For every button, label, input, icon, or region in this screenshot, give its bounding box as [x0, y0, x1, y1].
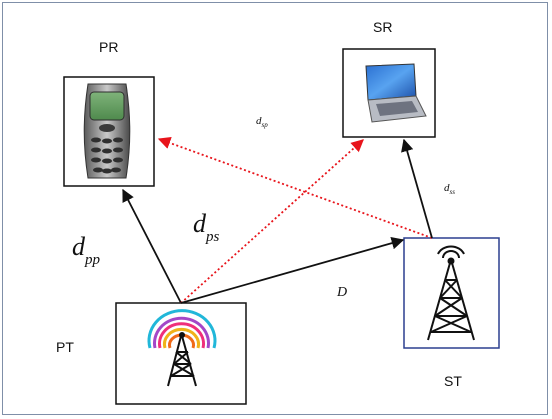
d-pp-sub: pp [84, 252, 101, 268]
broadcast-tower-icon [147, 309, 217, 387]
pt-label: PT [56, 339, 74, 355]
d-ss-label: dss [444, 182, 455, 196]
sr-label: SR [373, 19, 392, 35]
link-d-ss [401, 138, 433, 239]
d-sp-sub: sp [262, 121, 269, 129]
st-box [403, 237, 500, 349]
pt-box [115, 302, 247, 405]
d-ss-sub: ss [450, 188, 456, 196]
d-ps-main: d [193, 209, 207, 238]
laptop-icon [365, 63, 427, 123]
d-sp-label: dsp [256, 115, 268, 129]
cell-tower-icon [427, 245, 475, 341]
link-d-pp [122, 188, 182, 304]
sr-box [342, 48, 436, 138]
d-pp-label: dpp [72, 232, 101, 268]
mobile-phone-icon [83, 83, 131, 179]
st-label: ST [444, 373, 462, 389]
d-pp-main: d [72, 232, 86, 261]
link-d-ps [180, 139, 364, 304]
d-ps-sub: ps [205, 229, 220, 245]
d-ss-main: d [444, 182, 450, 194]
pr-box [63, 76, 155, 187]
d-sp-main: d [256, 115, 262, 127]
pr-label: PR [99, 39, 118, 55]
d-ps-label: dps [193, 209, 220, 245]
link-D [180, 237, 405, 304]
D-label: D [336, 285, 347, 300]
link-d-sp [157, 136, 433, 239]
